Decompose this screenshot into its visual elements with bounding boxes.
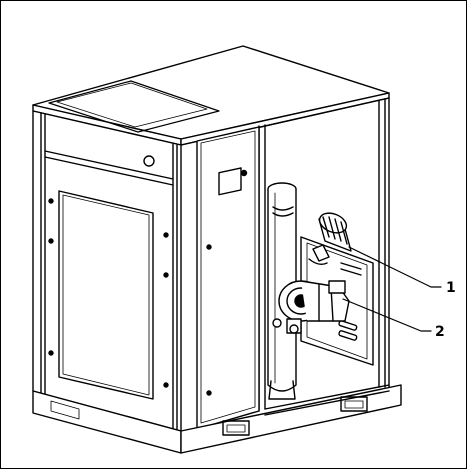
front-door [58, 190, 154, 400]
callout-number-2: 2 [435, 324, 445, 340]
base-frame [32, 384, 402, 454]
compressor-element [278, 280, 350, 334]
callout-number-1: 1 [446, 280, 456, 296]
control-panel-window [218, 167, 242, 196]
leader-line-2 [342, 298, 432, 332]
forklift-pocket-right [340, 396, 368, 412]
air-filter [308, 212, 352, 266]
callout-leader-lines [342, 246, 442, 332]
side-door-panel [196, 126, 260, 430]
indicator-lamp [143, 155, 155, 167]
cabinet-front-panel [32, 110, 182, 432]
cabinet-roof [32, 45, 390, 146]
forklift-pocket-left [222, 420, 250, 436]
leader-line-1 [348, 246, 442, 288]
